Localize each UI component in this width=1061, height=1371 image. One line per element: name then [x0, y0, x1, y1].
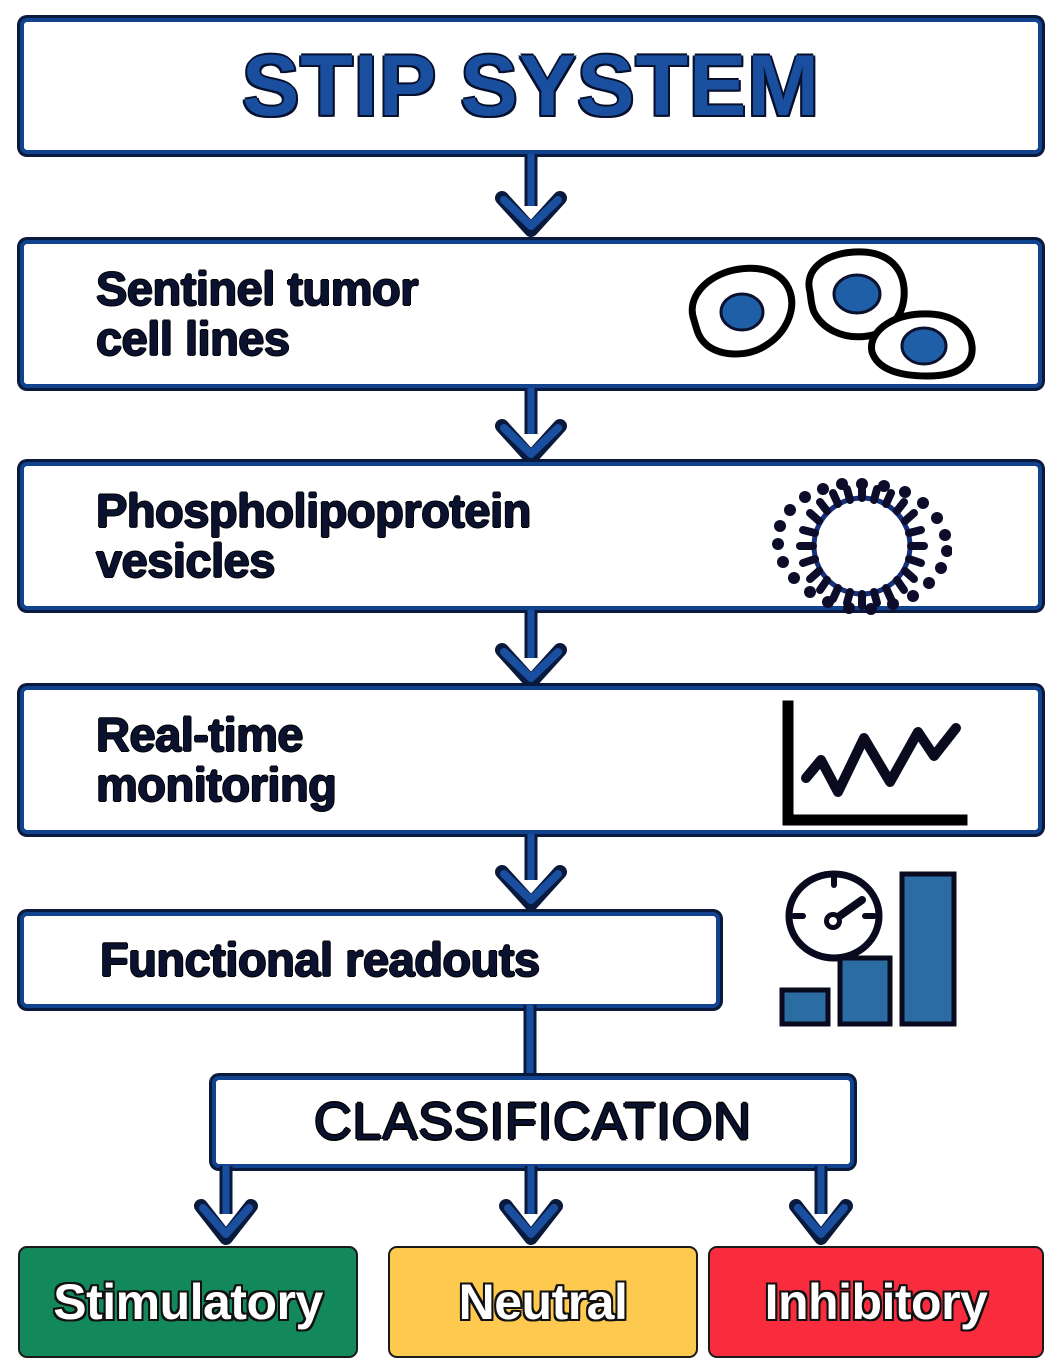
- page-title: STIP SYSTEM: [241, 37, 821, 134]
- outcome-label-inhibitory: Inhibitory: [764, 1274, 988, 1330]
- outcome-box-neutral: Neutral: [388, 1246, 698, 1358]
- outcome-box-stimulatory: Stimulatory: [18, 1246, 358, 1358]
- arrow-vesicles-to-monitoring: [495, 610, 567, 689]
- stage-label-sentinel-tumor-cell-lines: Sentinel tumor cell lines: [96, 262, 419, 365]
- arrow-classification-to-inhibitory: [789, 1166, 853, 1245]
- gauge-and-bars-icon: [779, 870, 957, 1027]
- connector-readouts-to-classification: [523, 1005, 537, 1083]
- outcome-box-inhibitory: Inhibitory: [708, 1246, 1044, 1358]
- arrow-cells-to-vesicles: [495, 388, 567, 465]
- stage-label-phospholipoprotein-vesicles: Phospholipoprotein vesicles: [96, 484, 531, 587]
- outcome-label-stimulatory: Stimulatory: [53, 1274, 323, 1330]
- liposome-vesicle-icon: [772, 478, 952, 615]
- stage-box-real-time-monitoring: Real-time monitoring: [20, 686, 1042, 834]
- arrow-monitoring-to-readouts: [495, 834, 567, 911]
- tumor-cells-icon: [688, 248, 976, 380]
- gauge-icon: [785, 870, 883, 962]
- outcome-label-neutral: Neutral: [458, 1274, 628, 1330]
- stage-label-real-time-monitoring: Real-time monitoring: [96, 708, 337, 811]
- line-chart-icon: [782, 700, 968, 826]
- classification-box: CLASSIFICATION: [212, 1076, 854, 1168]
- arrow-title-to-cells: [495, 154, 567, 237]
- stage-box-phospholipoprotein-vesicles: Phospholipoprotein vesicles: [20, 462, 1042, 610]
- classification-label: CLASSIFICATION: [314, 1093, 752, 1151]
- stage-label-functional-readouts: Functional readouts: [100, 933, 540, 987]
- arrow-classification-to-stimulatory: [194, 1166, 258, 1245]
- stage-box-functional-readouts: Functional readouts: [20, 912, 720, 1008]
- title-box: STIP SYSTEM: [20, 18, 1042, 154]
- arrow-classification-to-neutral: [499, 1166, 563, 1245]
- bar-chart-icon: [779, 871, 957, 1027]
